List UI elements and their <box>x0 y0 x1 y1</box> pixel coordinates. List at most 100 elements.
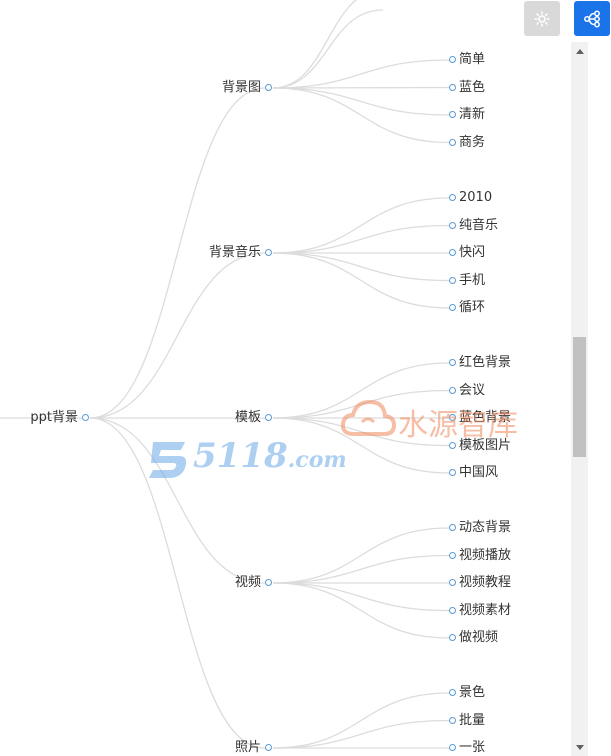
scrollbar-thumb[interactable] <box>573 337 586 457</box>
theme-button[interactable] <box>524 1 560 36</box>
mindmap-layout-button[interactable] <box>574 1 610 36</box>
node-label: 蓝色背景 <box>459 410 512 425</box>
node-dot-icon <box>449 744 456 751</box>
branch-to-leaf-link <box>272 252 450 282</box>
node-label: 红色背景 <box>459 355 512 370</box>
node-dot-icon <box>449 56 456 63</box>
node-dot-icon <box>449 551 456 559</box>
leaf-node[interactable]: 商务 <box>449 133 569 153</box>
node-label: 视频素材 <box>459 602 512 618</box>
scroll-up-arrow-icon[interactable] <box>571 42 588 59</box>
node-dot-icon <box>449 634 456 641</box>
node-dot-icon <box>449 276 456 284</box>
root-to-branch-link <box>89 87 266 419</box>
node-dot-icon <box>449 83 456 91</box>
node-dot-icon <box>449 221 456 229</box>
branch-to-leaf-link <box>272 362 450 419</box>
node-label: 视频播放 <box>459 547 512 563</box>
root-node[interactable]: ppt背景 <box>0 408 90 428</box>
leaf-node[interactable]: 中国风 <box>449 463 569 483</box>
leaf-node[interactable]: 手机 <box>449 271 569 291</box>
branch-to-leaf-link <box>272 527 450 584</box>
branch-node[interactable]: 视频 <box>129 573 273 593</box>
node-dot-icon <box>449 111 456 118</box>
node-dot-icon <box>265 579 272 586</box>
node-label: ppt背景 <box>30 410 78 425</box>
leaf-node[interactable]: 简单 <box>449 50 569 70</box>
branch-node[interactable]: 模板 <box>129 408 273 428</box>
node-dot-icon <box>449 359 456 366</box>
node-label: 照片 <box>234 740 261 755</box>
leaf-node[interactable]: 纯音乐 <box>449 216 569 236</box>
leaf-node[interactable]: 一张 <box>449 738 569 756</box>
node-label: 批量 <box>459 712 486 728</box>
leaf-node[interactable]: 模板图片 <box>449 436 569 456</box>
node-dot-icon <box>449 441 456 449</box>
node-label: 模板 <box>234 410 261 425</box>
node-dot-icon <box>449 689 456 696</box>
offscreen-leaf-link <box>272 0 358 89</box>
leaf-node[interactable]: 视频素材 <box>449 601 569 621</box>
leaf-node[interactable]: 清新 <box>449 105 569 125</box>
vertical-scrollbar[interactable] <box>571 42 588 756</box>
node-label: 做视频 <box>459 630 499 645</box>
leaf-node[interactable]: 快闪 <box>449 243 569 263</box>
node-dot-icon <box>82 414 89 421</box>
node-dot-icon <box>449 138 456 146</box>
leaf-node[interactable]: 景色 <box>449 683 569 703</box>
node-label: 中国风 <box>459 465 499 480</box>
leaf-node[interactable]: 循环 <box>449 298 569 318</box>
node-dot-icon <box>449 194 456 201</box>
branch-to-leaf-link <box>272 389 450 419</box>
node-label: 会议 <box>459 382 486 398</box>
node-label: 一张 <box>459 740 486 755</box>
leaf-node[interactable]: 会议 <box>449 381 569 401</box>
branch-to-leaf-link <box>272 582 450 639</box>
branch-to-leaf-link <box>272 197 450 254</box>
root-to-branch-link <box>89 417 266 584</box>
leaf-node[interactable]: 蓝色 <box>449 78 569 98</box>
node-label: 视频 <box>234 575 261 590</box>
node-dot-icon <box>449 606 456 614</box>
node-label: 商务 <box>459 134 486 150</box>
root-to-branch-link <box>89 417 266 749</box>
branch-to-leaf-link <box>272 224 450 254</box>
branch-to-leaf-link <box>272 692 450 749</box>
node-label: 手机 <box>459 272 486 288</box>
leaf-node[interactable]: 蓝色背景 <box>449 408 569 428</box>
node-label: 循环 <box>459 300 486 315</box>
node-label: 视频教程 <box>459 575 512 590</box>
branch-node[interactable]: 背景图 <box>129 78 273 98</box>
branch-node[interactable]: 照片 <box>129 738 273 756</box>
branch-to-leaf-link <box>272 87 450 144</box>
node-label: 背景音乐 <box>208 245 261 260</box>
node-label: 简单 <box>459 52 486 67</box>
leaf-node[interactable]: 批量 <box>449 711 569 731</box>
node-dot-icon <box>265 744 272 751</box>
node-dot-icon <box>449 414 456 421</box>
node-dot-icon <box>449 579 456 586</box>
scroll-down-arrow-icon[interactable] <box>571 739 588 756</box>
branch-to-leaf-link <box>272 87 450 116</box>
leaf-node[interactable]: 视频播放 <box>449 546 569 566</box>
node-dot-icon <box>449 386 456 394</box>
branch-node[interactable]: 背景音乐 <box>129 243 273 263</box>
branch-to-leaf-link <box>272 252 450 309</box>
node-dot-icon <box>449 716 456 724</box>
node-label: 景色 <box>459 685 486 700</box>
leaf-node[interactable]: 动态背景 <box>449 518 569 538</box>
node-label: 背景图 <box>221 80 261 95</box>
node-label: 蓝色 <box>459 79 486 95</box>
node-dot-icon <box>449 524 456 531</box>
branch-to-leaf-link <box>272 582 450 612</box>
leaf-node[interactable]: 视频教程 <box>449 573 569 593</box>
leaf-node[interactable]: 做视频 <box>449 628 569 648</box>
node-label: 快闪 <box>459 245 486 260</box>
branch-to-leaf-link <box>272 86 450 89</box>
mindmap-canvas[interactable]: ppt背景 背景图 简单蓝色清新商务背景音乐 2010 纯音乐快闪手机循环模板 红色背景会… <box>0 0 570 756</box>
leaf-node[interactable]: 红色背景 <box>449 353 569 373</box>
leaf-node[interactable]: 2010 <box>449 188 569 208</box>
node-label: 2010 <box>459 190 493 205</box>
offscreen-leaf-link <box>272 9 384 89</box>
branch-to-leaf-link <box>272 417 450 474</box>
